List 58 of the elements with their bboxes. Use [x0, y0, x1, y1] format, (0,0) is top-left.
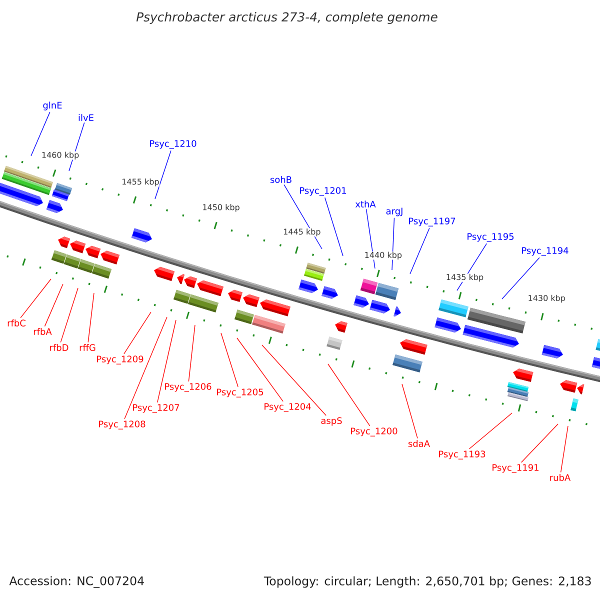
leader-line [236, 338, 284, 402]
leader-line [262, 344, 326, 416]
gene-label: Psyc_1205 [217, 388, 264, 398]
gene-label: ilvE [78, 114, 94, 121]
gene-label: rfbC [8, 320, 26, 326]
gene-label: glnE [43, 102, 62, 110]
gene-label: sohB [270, 176, 292, 183]
leader-line [502, 257, 540, 300]
scale-label: 1435 kbp [446, 274, 484, 282]
scale-label: 1455 kbp [121, 178, 160, 186]
leader-line [124, 316, 168, 420]
leader-line [284, 184, 322, 250]
gene-label: Psyc_1191 [492, 464, 538, 473]
gene-label: xthA [355, 200, 376, 208]
gene-label: Psyc_1210 [150, 140, 196, 149]
scale-label: 1445 kbp [282, 228, 322, 237]
gene-label: Psyc_1195 [468, 233, 514, 242]
leader-line [520, 424, 558, 463]
leader-line [44, 284, 64, 327]
scale-label: 1450 kbp [202, 204, 240, 212]
leader-line [154, 150, 172, 200]
leader-line [220, 332, 238, 388]
scale-label: 1430 kbp [528, 294, 566, 303]
scale-label: 1460 kbp [41, 151, 80, 160]
leader-line [402, 384, 418, 439]
gene-label: Psyc_1201 [300, 187, 346, 196]
gene-label: Psyc_1197 [409, 218, 456, 226]
gene-label: Psyc_1206 [165, 383, 212, 392]
gene-label: argJ [386, 208, 402, 216]
leader-line [157, 320, 176, 403]
gene-label: Psyc_1193 [439, 450, 486, 460]
leader-line [324, 197, 344, 256]
leader-line [188, 324, 196, 382]
gene-label: rfbD [50, 344, 68, 351]
gene-label: Psyc_1209 [97, 356, 144, 364]
scale-label: 1440 kbp [364, 251, 402, 260]
leader-line [60, 288, 78, 343]
gene-label: rubA [550, 474, 571, 481]
gene-label: Psyc_1207 [133, 404, 180, 413]
leader-line [560, 426, 568, 473]
footer-text: Topology: circular; Length: 2,650,701 bp; Genes: 2,183 [264, 576, 591, 588]
gene-label: aspS [321, 417, 342, 426]
leader-line [88, 292, 94, 343]
leader-line [124, 312, 152, 354]
gene-label: Psyc_1204 [264, 403, 311, 412]
gene-label: Psyc_1200 [351, 428, 398, 436]
gene-label: rfbA [34, 328, 52, 335]
footer-text: Accession: NC_007204 [9, 576, 144, 588]
gene-label: rffG [80, 344, 96, 351]
gene-label: Psyc_1194 [522, 247, 568, 256]
leader-line [30, 112, 50, 156]
leader-line [20, 278, 52, 318]
leader-line [410, 228, 430, 274]
leader-line [328, 364, 370, 426]
title: Psychrobacter arcticus 273-4, complete genome [136, 12, 438, 24]
gene-label: sdaA [408, 440, 430, 447]
leader-line [468, 412, 512, 450]
gene-label: Psyc_1208 [99, 420, 146, 430]
